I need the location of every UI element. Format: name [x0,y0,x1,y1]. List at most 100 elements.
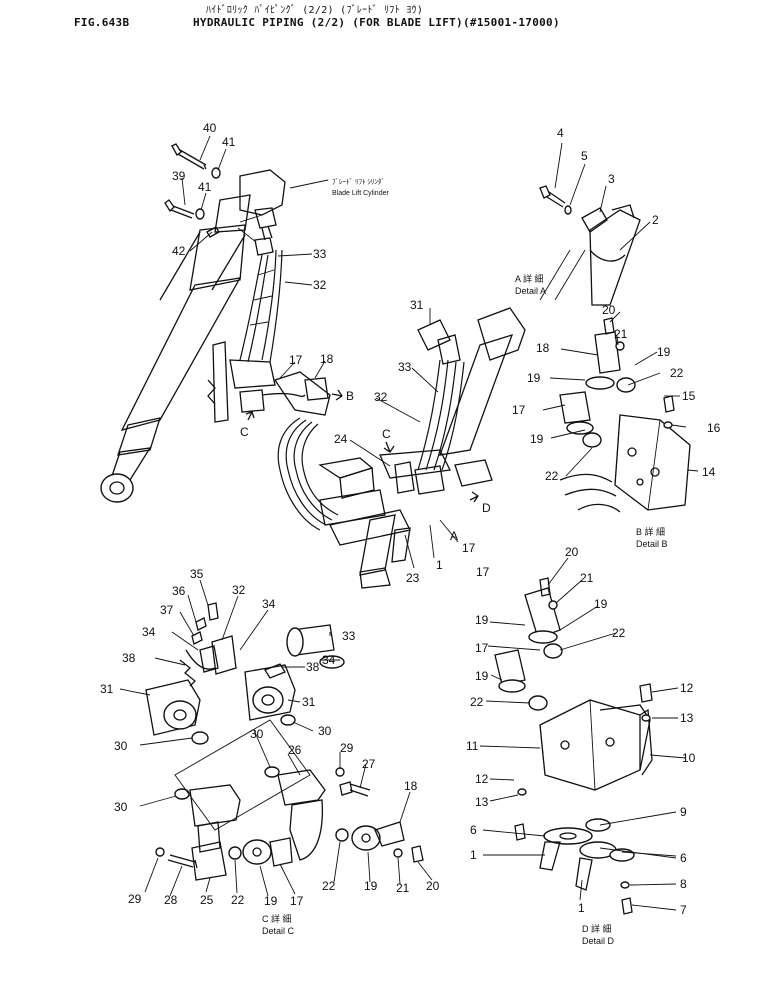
part-label: 21 [614,327,628,341]
part-label: 20 [565,545,579,559]
part-label: 31 [100,682,114,696]
part-label: 23 [406,571,420,585]
detail-d-drawing [494,577,653,915]
detail-b-jp: B 詳 細 [636,526,665,537]
part-label: 42 [172,244,186,258]
part-label: 7 [680,903,687,917]
part-label: 26 [288,743,302,757]
part-label: 27 [362,757,376,771]
part-label: 30 [114,800,128,814]
part-label: 15 [682,389,696,403]
detail-captions: A 詳 細 Detail A B 詳 細 Detail B C 詳 細 Deta… [262,273,668,946]
part-label: 19 [527,371,541,385]
part-label: 19 [594,597,608,611]
part-label: 40 [203,121,217,135]
part-label: 33 [398,360,412,374]
title-japanese: ﾊｲﾄﾞﾛﾘｯｸ ﾊﾟｲﾋﾟﾝｸﾞ (2/2) (ﾌﾞﾚｰﾄﾞ ﾘﾌﾄ ﾖｳ) [206,5,424,16]
part-label: 31 [410,298,424,312]
part-label: 20 [426,879,440,893]
part-label: 22 [470,695,484,709]
part-label: 33 [342,629,356,643]
detail-a-jp: A 詳 細 [515,273,544,284]
part-label: 4 [557,126,564,140]
part-label: 39 [172,169,186,183]
part-label: 16 [707,421,721,435]
cylinder-fittings [237,207,277,256]
part-label: 6 [470,823,477,837]
part-label: 5 [581,149,588,163]
view-mark-a: A [450,529,458,543]
part-label: 32 [374,390,388,404]
view-mark-b: B [346,389,354,403]
part-label: 22 [612,626,626,640]
part-label: 19 [475,669,489,683]
part-label: 13 [475,795,489,809]
part-42 [206,226,220,238]
view-mark-c2: C [382,427,391,441]
part-label: 36 [172,584,186,598]
center-frame [318,449,493,589]
part-label: 37 [160,603,174,617]
part-label: 1 [578,901,585,915]
part-label: 32 [313,278,327,292]
part-label: 38 [306,660,320,674]
detail-d-jp: D 詳 細 [582,923,612,934]
detail-a-en: Detail A [515,286,546,296]
part-label: 12 [475,772,489,786]
part-label: 17 [475,641,489,655]
title-english: HYDRAULIC PIPING (2/2) (FOR BLADE LIFT)(… [193,16,560,29]
part-label: 20 [602,303,616,317]
part-label: 1 [436,558,443,572]
bolt-40 [171,143,207,170]
detail-b-drawing [559,317,691,513]
view-mark-c: C [240,425,249,439]
part-label: 19 [364,879,378,893]
part-label: 19 [264,894,278,908]
cross-hoses [277,417,339,531]
part-label: 6 [680,851,687,865]
part-label: 17 [476,565,490,579]
part-label: 2 [652,213,659,227]
cylinder-label-jp: ﾌﾞﾚｰﾄﾞ ﾘﾌﾄ ｼﾘﾝﾀﾞ [332,178,385,186]
part-label: 22 [670,366,684,380]
part-label: 13 [680,711,694,725]
part-label: 29 [128,892,142,906]
center-cylinder [417,307,526,471]
part-label: 30 [250,727,264,741]
view-mark-labels: B C C D A [240,389,491,543]
part-label: 10 [682,751,696,765]
part-label: 22 [545,469,559,483]
part-label: 41 [222,135,236,149]
detail-d-en: Detail D [582,936,615,946]
cylinder-label-en: Blade Lift Cylinder [332,190,389,197]
exploded-lower-left [145,602,424,881]
part-label: 28 [164,893,178,907]
part-label: 22 [231,893,245,907]
view-arrows [245,389,479,503]
part-label: 11 [466,739,479,753]
part-label: 18 [320,352,334,366]
part-label: 22 [322,879,336,893]
left-blocks [207,341,331,423]
leader-lines [119,135,699,911]
blade-lift-cylinder [100,169,286,503]
part-label: 32 [232,583,246,597]
part-label: 34 [322,653,336,667]
part-label: 12 [680,681,694,695]
part-label: 18 [404,779,418,793]
part-label: 19 [657,345,671,359]
part-label: 21 [580,571,594,585]
part-label: 35 [190,567,204,581]
part-label: 41 [198,180,212,194]
part-label: 19 [530,432,544,446]
figure-number: FIG.643B [74,16,130,29]
part-label: 34 [142,625,156,639]
part-label: 17 [289,353,303,367]
part-label: 18 [536,341,550,355]
detail-b-en: Detail B [636,539,668,549]
part-label: 17 [290,894,304,908]
view-mark-d: D [482,501,491,515]
bolt-39 [164,199,195,219]
part-label: 24 [334,432,348,446]
